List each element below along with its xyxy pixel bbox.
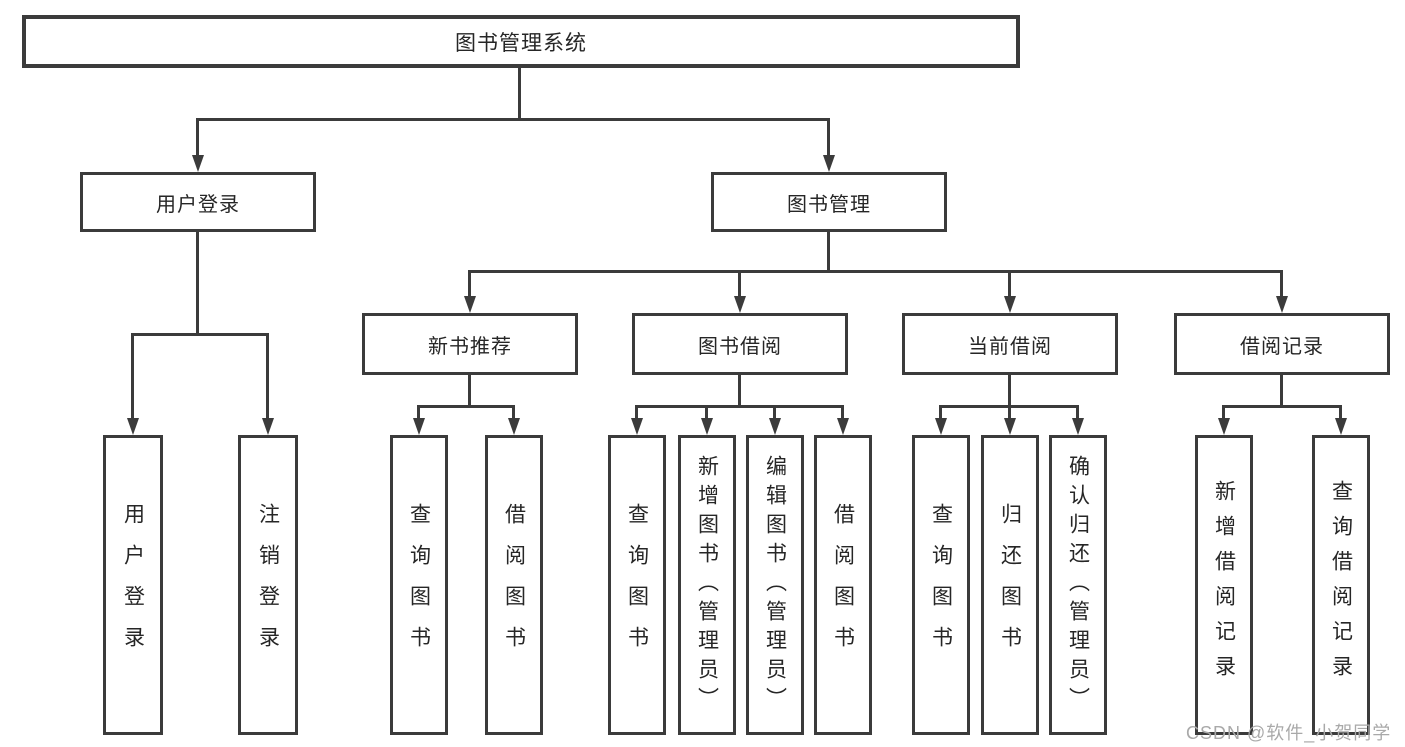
arrow-down-icon	[1335, 418, 1347, 435]
arrow-down-icon	[262, 418, 274, 435]
arrow-down-icon	[464, 296, 476, 313]
connector-line	[705, 405, 708, 419]
connector-line	[196, 118, 199, 156]
node-leaf-confirm-return-admin: 确认归还（管理员）	[1049, 435, 1107, 735]
arrow-down-icon	[192, 155, 204, 172]
arrow-down-icon	[1004, 418, 1016, 435]
node-leaf-add-book-admin: 新增图书（管理员）	[678, 435, 736, 735]
node-leaf-return-book: 归还图书	[981, 435, 1039, 735]
connector-line	[635, 405, 844, 408]
arrow-down-icon	[631, 418, 643, 435]
connector-line	[1008, 375, 1011, 407]
node-leaf-current-query-book: 查询图书	[912, 435, 970, 735]
connector-line	[1222, 405, 1342, 408]
connector-line	[635, 405, 638, 419]
node-leaf-logout: 注销登录	[238, 435, 298, 735]
connector-line	[738, 375, 741, 407]
arrow-down-icon	[127, 418, 139, 435]
node-borrow-record: 借阅记录	[1174, 313, 1390, 375]
connector-line	[417, 405, 515, 408]
arrow-down-icon	[935, 418, 947, 435]
connector-line	[1280, 375, 1283, 407]
node-book-borrow: 图书借阅	[632, 313, 848, 375]
connector-line	[738, 270, 741, 297]
node-leaf-borrow-query-book: 查询图书	[608, 435, 666, 735]
connector-line	[518, 68, 521, 120]
connector-line	[1008, 405, 1011, 419]
connector-line	[1008, 270, 1011, 297]
arrow-down-icon	[701, 418, 713, 435]
node-leaf-recommend-query-book: 查询图书	[390, 435, 448, 735]
arrow-down-icon	[413, 418, 425, 435]
node-new-book-recommend: 新书推荐	[362, 313, 578, 375]
connector-line	[773, 405, 776, 419]
arrow-down-icon	[508, 418, 520, 435]
connector-line	[468, 270, 471, 297]
node-leaf-add-borrow-record: 新增借阅记录	[1195, 435, 1253, 735]
node-book-management: 图书管理	[711, 172, 947, 232]
connector-line	[1076, 405, 1079, 419]
connector-line	[131, 333, 134, 419]
connector-line	[196, 118, 830, 121]
connector-line	[468, 270, 1283, 273]
connector-line	[1280, 270, 1283, 297]
arrow-down-icon	[734, 296, 746, 313]
node-library-system: 图书管理系统	[22, 15, 1020, 68]
arrow-down-icon	[823, 155, 835, 172]
arrow-down-icon	[1218, 418, 1230, 435]
node-user-login: 用户登录	[80, 172, 316, 232]
connector-line	[1339, 405, 1342, 419]
connector-line	[827, 118, 830, 156]
connector-line	[468, 375, 471, 407]
arrow-down-icon	[1004, 296, 1016, 313]
connector-line	[1222, 405, 1225, 419]
connector-line	[841, 405, 844, 419]
connector-line	[827, 232, 830, 272]
connector-line	[417, 405, 420, 419]
connector-line	[266, 333, 269, 419]
connector-line	[512, 405, 515, 419]
node-leaf-recommend-borrow-book: 借阅图书	[485, 435, 543, 735]
node-leaf-borrow-book: 借阅图书	[814, 435, 872, 735]
csdn-watermark: CSDN @软件_小贺同学	[1186, 723, 1392, 743]
node-leaf-edit-book-admin: 编辑图书（管理员）	[746, 435, 804, 735]
arrow-down-icon	[1072, 418, 1084, 435]
node-leaf-user-login: 用户登录	[103, 435, 163, 735]
connector-line	[131, 333, 269, 336]
node-leaf-query-borrow-record: 查询借阅记录	[1312, 435, 1370, 735]
node-current-borrow: 当前借阅	[902, 313, 1118, 375]
arrow-down-icon	[769, 418, 781, 435]
connector-line	[196, 232, 199, 335]
connector-line	[939, 405, 942, 419]
arrow-down-icon	[1276, 296, 1288, 313]
arrow-down-icon	[837, 418, 849, 435]
